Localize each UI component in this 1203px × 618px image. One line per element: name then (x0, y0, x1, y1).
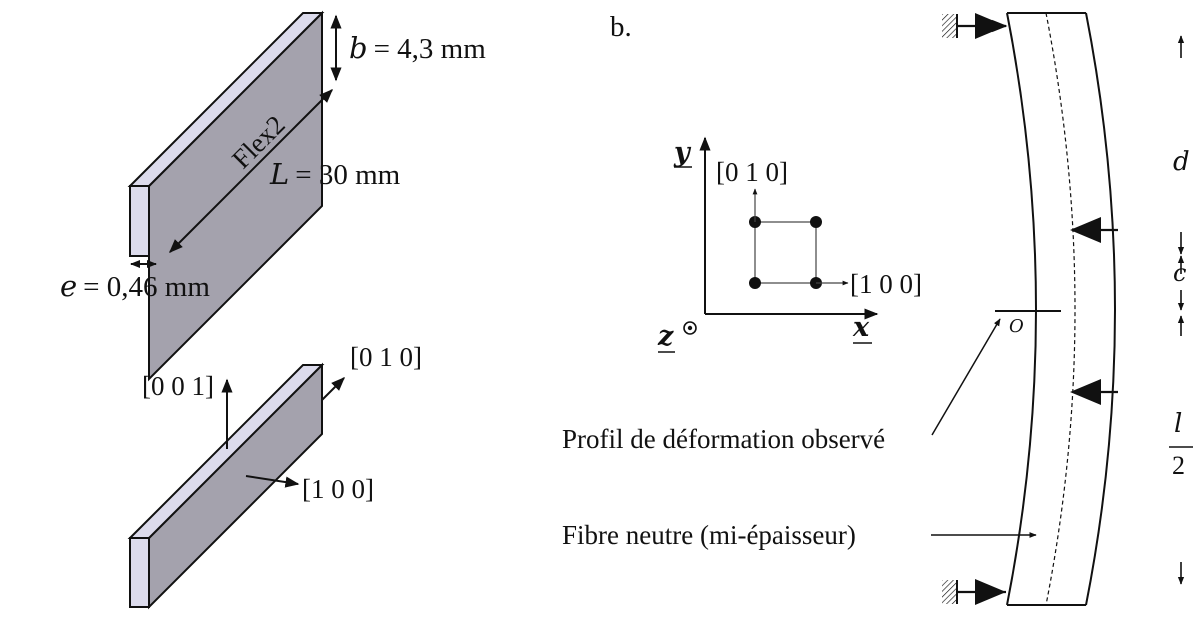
dir-100-label: [1 0 0] (302, 474, 374, 504)
neutral-fiber-line (1045, 12, 1076, 606)
dim-b-label: b= 4,3 mm (349, 31, 486, 65)
support-top (942, 13, 1008, 39)
dim-L-arrow (169, 89, 333, 253)
lattice-square (754, 221, 817, 284)
panel-label-b: b. (610, 11, 632, 43)
dir-010-label: [0 1 0] (350, 342, 422, 372)
lattice-node (810, 216, 822, 228)
beam-left-edge (1006, 12, 1037, 606)
dim-c-label: c (1173, 259, 1186, 287)
dim-l-numerator: l (1174, 409, 1182, 439)
lattice-node (749, 277, 761, 289)
bent-beam (995, 12, 1116, 606)
lattice-010-label: [0 1 0] (716, 157, 788, 187)
support-bottom-hatch (942, 580, 957, 604)
load-arrow-upper (1070, 217, 1118, 243)
dim-l-denominator: 2 (1172, 451, 1185, 480)
beam-right-edge (1085, 12, 1116, 606)
dir-100-arrow (245, 475, 300, 488)
lattice-cell (749, 216, 822, 289)
neutral-fiber-label: Fibre neutre (mi-épaisseur) (562, 520, 856, 550)
profile-label: Profil de déformation observé (562, 424, 885, 454)
support-top-hatch (942, 14, 957, 38)
beam-bottom-front-face (148, 362, 323, 610)
origin-label: O (1009, 316, 1024, 337)
dir-001-label: [0 0 1] (142, 371, 214, 401)
profile-leader-line (931, 318, 1001, 436)
beam-top-front-face (148, 10, 323, 382)
beam-bottom-end-face (129, 537, 150, 608)
lattice-100-label: [1 0 0] (850, 269, 922, 299)
dim-e-label: e= 0,46 mm (60, 269, 210, 303)
axis-x-label: x (852, 312, 870, 343)
dir-010-arrow (321, 377, 345, 401)
load-arrow-lower (1070, 379, 1118, 405)
dimension-column: d c l 2 (1169, 35, 1193, 585)
dim-L-label: L= 30 mm (269, 157, 401, 191)
beam-top-end-face (129, 185, 150, 257)
dim-d-label: d (1173, 147, 1190, 177)
axis-z-label: z (657, 321, 674, 352)
sample-beam-bottom (127, 362, 325, 610)
out-of-plane-icon (683, 321, 697, 335)
support-bottom (942, 579, 1006, 605)
axis-y-label: y (673, 137, 692, 168)
